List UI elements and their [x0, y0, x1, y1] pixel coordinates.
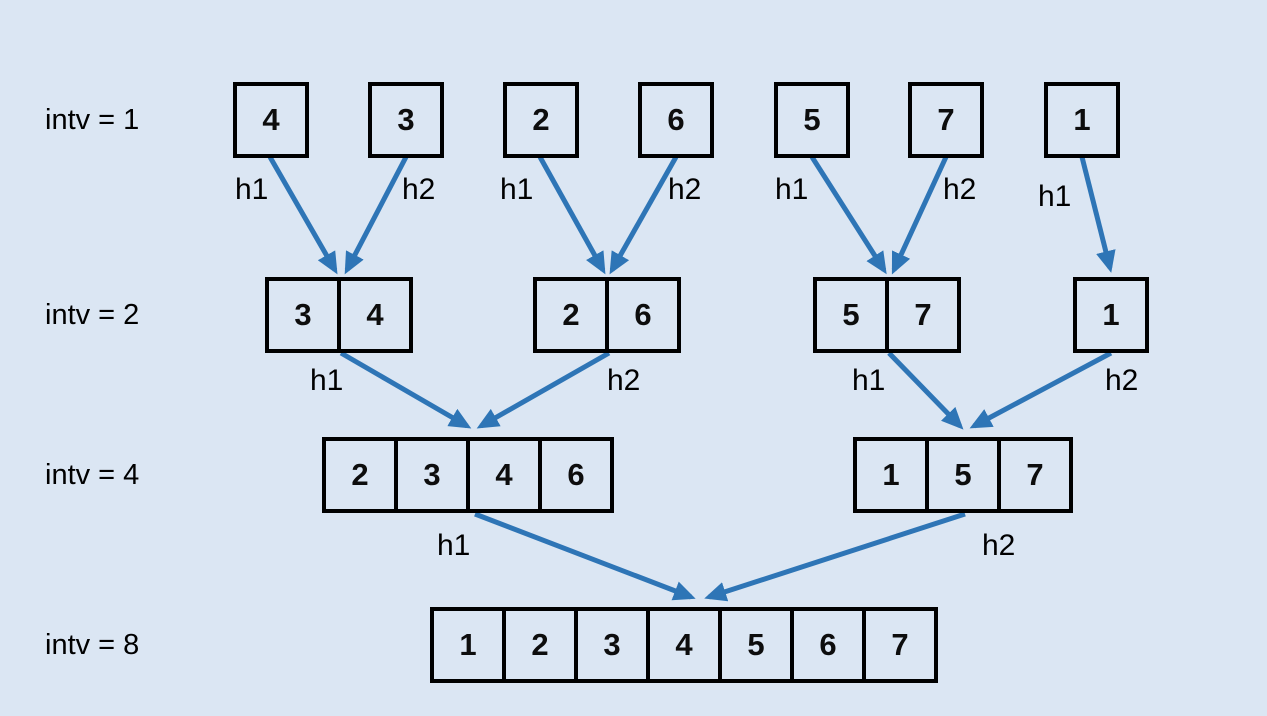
- row-label-intv-8: intv = 8: [45, 629, 140, 661]
- merge-arrow: [537, 155, 606, 275]
- array-cell: 7: [908, 82, 984, 158]
- array-cell: 2: [502, 607, 578, 683]
- merge-arrow: [609, 155, 679, 275]
- array-cell: 1: [1044, 82, 1120, 158]
- h2-label: h2: [668, 173, 702, 206]
- row-label-intv-4: intv = 4: [45, 459, 140, 491]
- array-cell: 7: [862, 607, 938, 683]
- h1-label: h1: [1038, 180, 1072, 213]
- array-cell: 5: [925, 437, 1001, 513]
- array-cell: 1: [853, 437, 929, 513]
- array-cell: 4: [337, 277, 413, 353]
- merge-arrow: [891, 155, 949, 275]
- array-cell: 6: [638, 82, 714, 158]
- array-group-row1-4: 6: [638, 82, 714, 158]
- array-cell: 7: [885, 277, 961, 353]
- array-group-row1-3: 2: [503, 82, 579, 158]
- merge-arrow: [476, 350, 611, 429]
- array-cell: 4: [233, 82, 309, 158]
- array-group-row1-7: 1: [1044, 82, 1120, 158]
- h1-label: h1: [852, 364, 886, 397]
- h1-label: h1: [235, 173, 269, 206]
- array-cell: 6: [605, 277, 681, 353]
- h1-label: h1: [310, 364, 344, 397]
- merge-arrow: [344, 155, 409, 275]
- array-group-row1-2: 3: [368, 82, 444, 158]
- h2-label: h2: [1105, 364, 1139, 397]
- array-cell: 6: [538, 437, 614, 513]
- merge-arrow: [809, 155, 887, 275]
- array-cell: 5: [813, 277, 889, 353]
- array-cell: 4: [646, 607, 722, 683]
- array-group-row1-5: 5: [774, 82, 850, 158]
- merge-arrow: [474, 511, 696, 601]
- merge-arrow: [1079, 156, 1116, 273]
- array-group-row1-1: 4: [233, 82, 309, 158]
- array-cell: 3: [574, 607, 650, 683]
- array-cell: 3: [265, 277, 341, 353]
- merge-arrow: [969, 350, 1113, 429]
- row-label-intv-2: intv = 2: [45, 299, 140, 331]
- h1-label: h1: [500, 173, 534, 206]
- merge-arrow: [887, 351, 964, 430]
- array-group-row1-6: 7: [908, 82, 984, 158]
- array-cell: 5: [774, 82, 850, 158]
- array-cell: 3: [394, 437, 470, 513]
- array-group-row2-4: 1: [1073, 277, 1149, 353]
- h1-label: h1: [775, 173, 809, 206]
- h1-label: h1: [437, 529, 471, 562]
- array-cell: 1: [1073, 277, 1149, 353]
- array-cell: 2: [533, 277, 609, 353]
- h2-label: h2: [607, 364, 641, 397]
- array-cell: 3: [368, 82, 444, 158]
- array-cell: 4: [466, 437, 542, 513]
- array-cell: 2: [322, 437, 398, 513]
- h2-label: h2: [402, 173, 436, 206]
- merge-arrow: [704, 511, 966, 602]
- h2-label: h2: [982, 529, 1016, 562]
- merge-arrow: [339, 350, 472, 429]
- array-cell: 5: [718, 607, 794, 683]
- array-cell: 1: [430, 607, 506, 683]
- merge-arrow: [267, 155, 338, 275]
- h2-label: h2: [943, 173, 977, 206]
- row-label-intv-1: intv = 1: [45, 104, 140, 136]
- array-cell: 2: [503, 82, 579, 158]
- array-cell: 6: [790, 607, 866, 683]
- array-cell: 7: [997, 437, 1073, 513]
